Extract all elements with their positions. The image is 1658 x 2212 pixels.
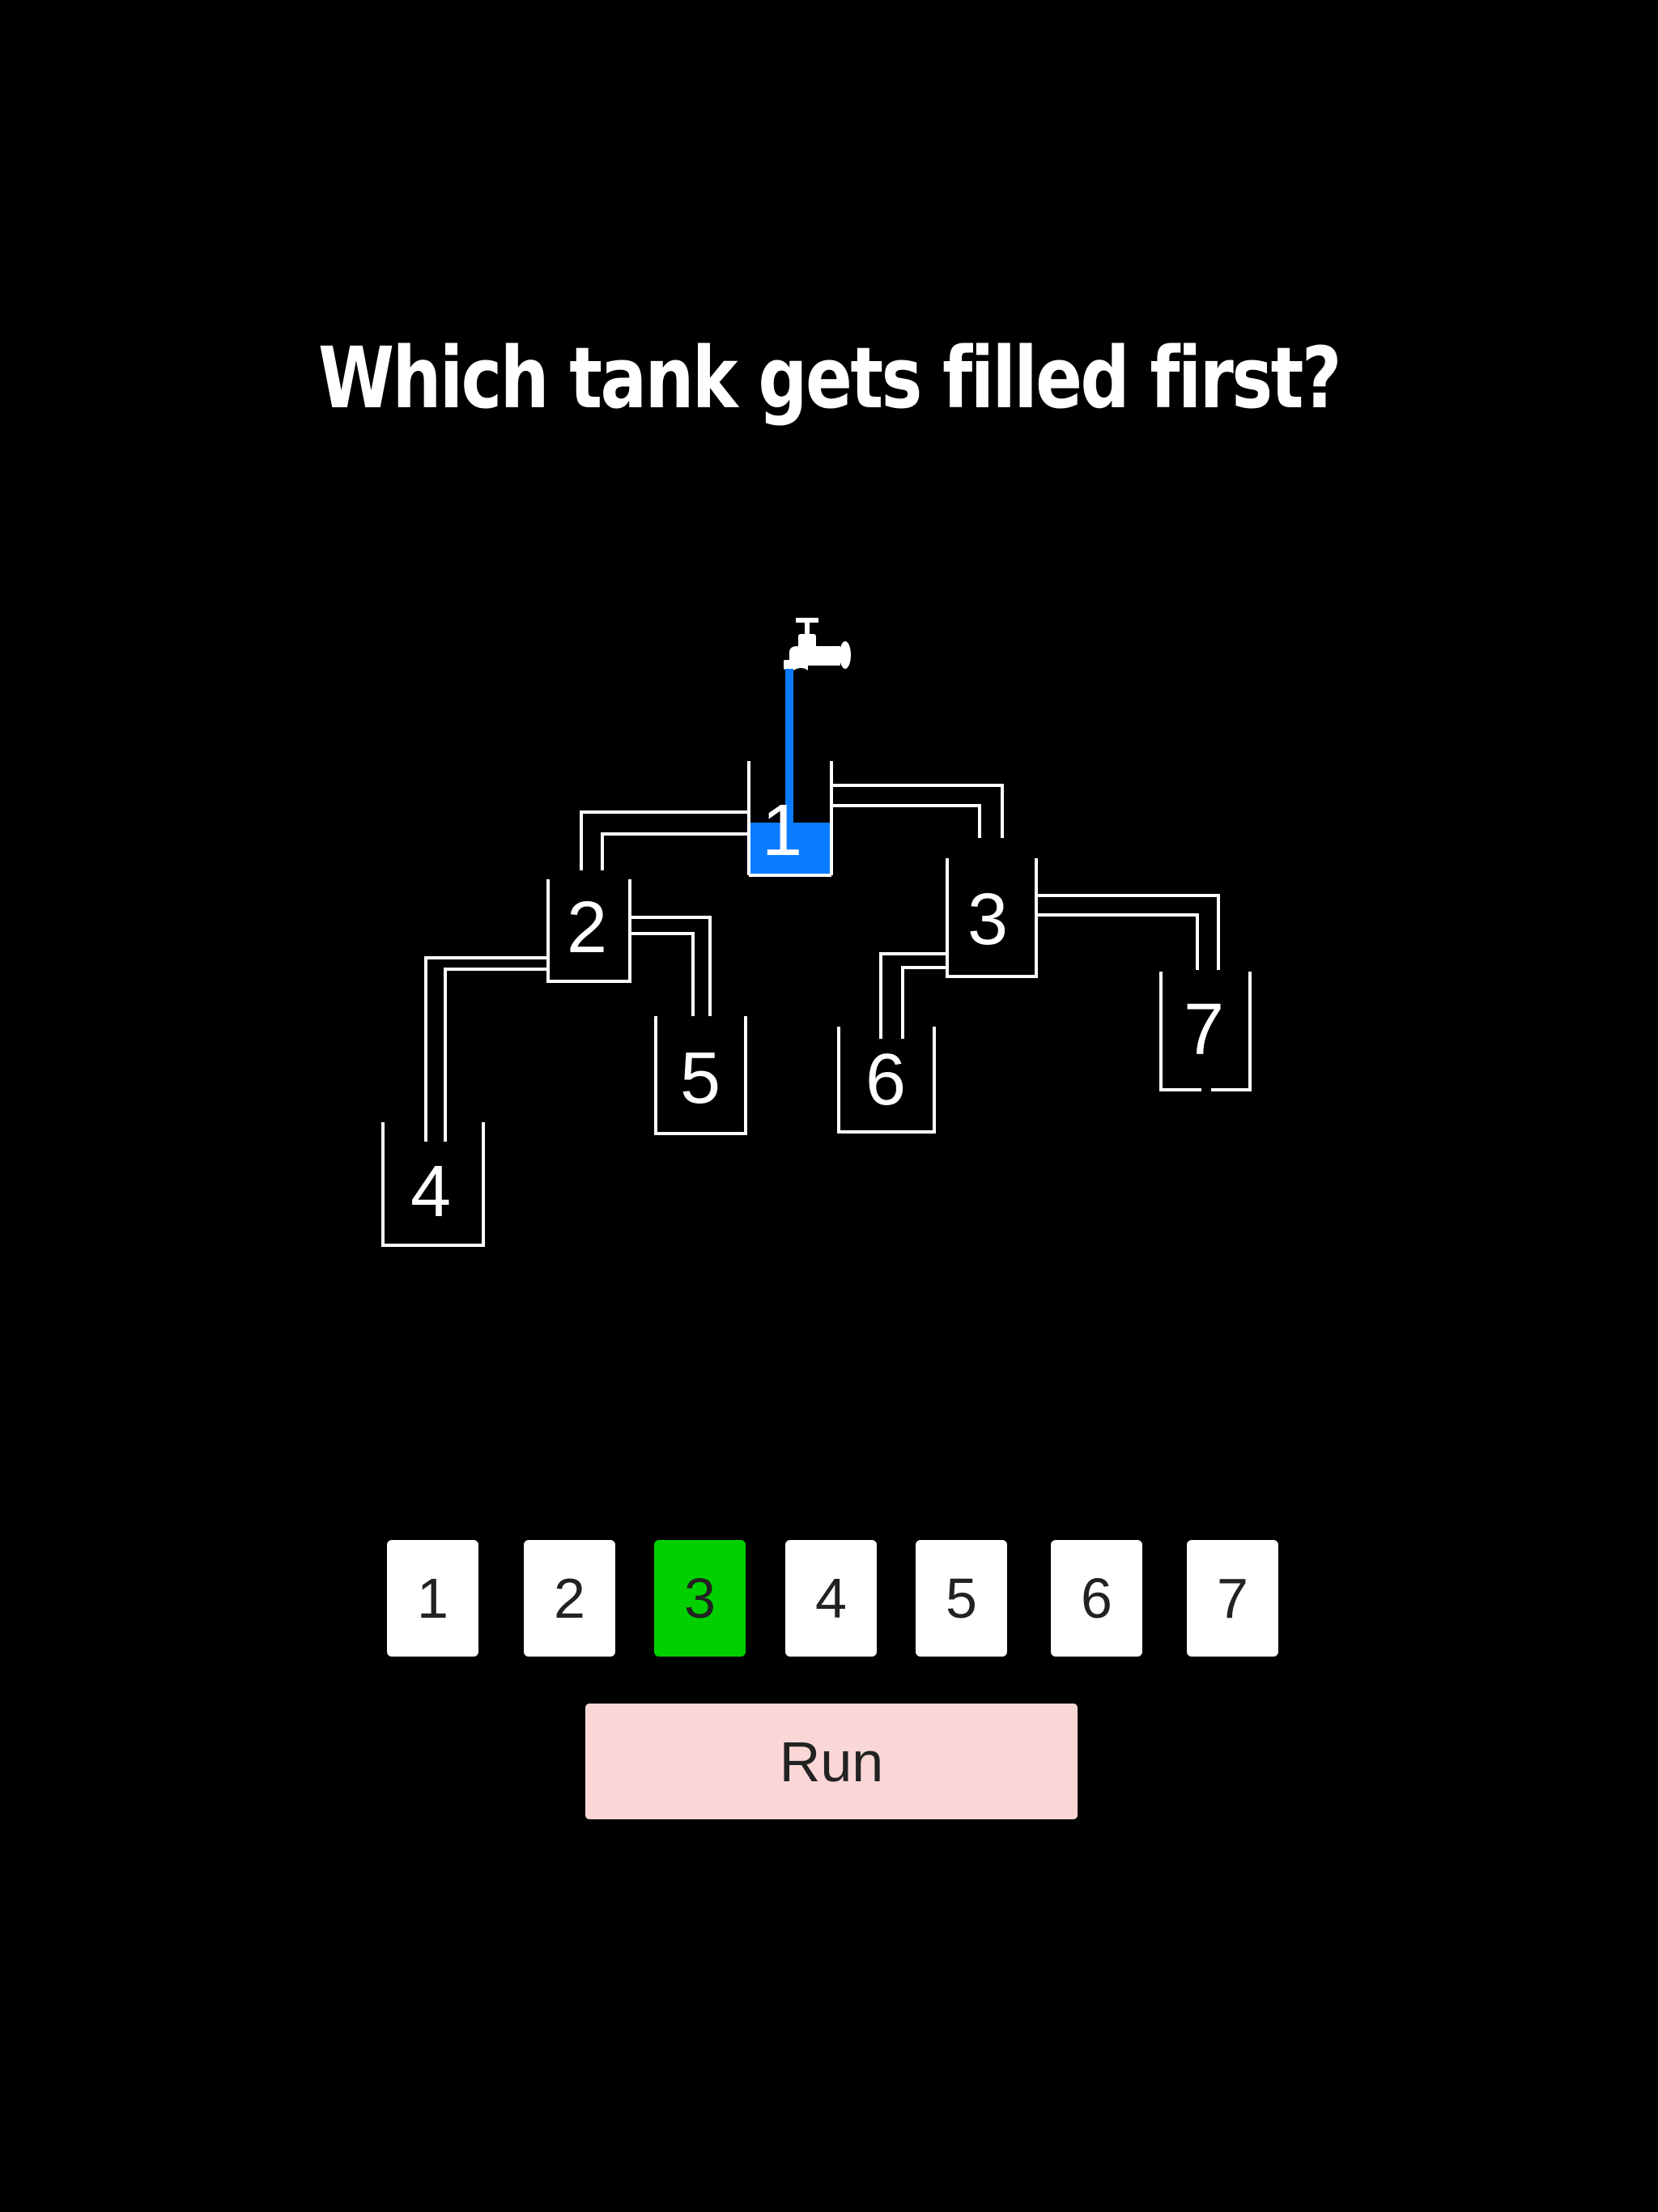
choice-button-3[interactable]: 3 — [654, 1540, 746, 1657]
choice-button-4[interactable]: 4 — [785, 1540, 877, 1657]
pipe-1-to-3 — [830, 761, 1004, 838]
tank-4-label: 4 — [410, 1151, 451, 1232]
faucet-icon — [784, 618, 851, 670]
run-button[interactable]: Run — [585, 1704, 1078, 1819]
choice-button-2[interactable]: 2 — [524, 1540, 615, 1657]
tank-6-outline — [837, 1027, 936, 1134]
tank-7-outline — [1159, 972, 1252, 1091]
tank-1-label: 1 — [762, 790, 802, 871]
answer-choices: 1 2 3 4 5 6 7 — [0, 1540, 1658, 1657]
tank-6-label: 6 — [865, 1040, 906, 1121]
tank-2-outline — [546, 879, 631, 983]
tank-5-outline — [654, 1016, 747, 1135]
choice-button-1[interactable]: 1 — [387, 1540, 478, 1657]
pipe-3-to-7 — [1036, 894, 1220, 970]
question-title: Which tank gets filled first? — [318, 329, 1341, 428]
water-stream — [785, 669, 793, 823]
pipe-2-to-5 — [630, 916, 712, 1016]
pipe-2-to-4 — [424, 956, 548, 1142]
tank-3-label: 3 — [967, 879, 1008, 960]
tank-1-water — [749, 823, 831, 874]
choice-button-6[interactable]: 6 — [1051, 1540, 1142, 1657]
tank-3-outline — [946, 858, 1038, 978]
pipe-3-to-6 — [879, 952, 947, 1039]
pipe-1-to-2 — [580, 810, 749, 870]
tank-7-label: 7 — [1184, 989, 1224, 1070]
choice-button-5[interactable]: 5 — [916, 1540, 1007, 1657]
tank-5-label: 5 — [680, 1038, 721, 1119]
choice-button-7[interactable]: 7 — [1187, 1540, 1278, 1657]
tank-2-label: 2 — [567, 887, 607, 968]
tank-4-outline — [381, 1122, 485, 1247]
